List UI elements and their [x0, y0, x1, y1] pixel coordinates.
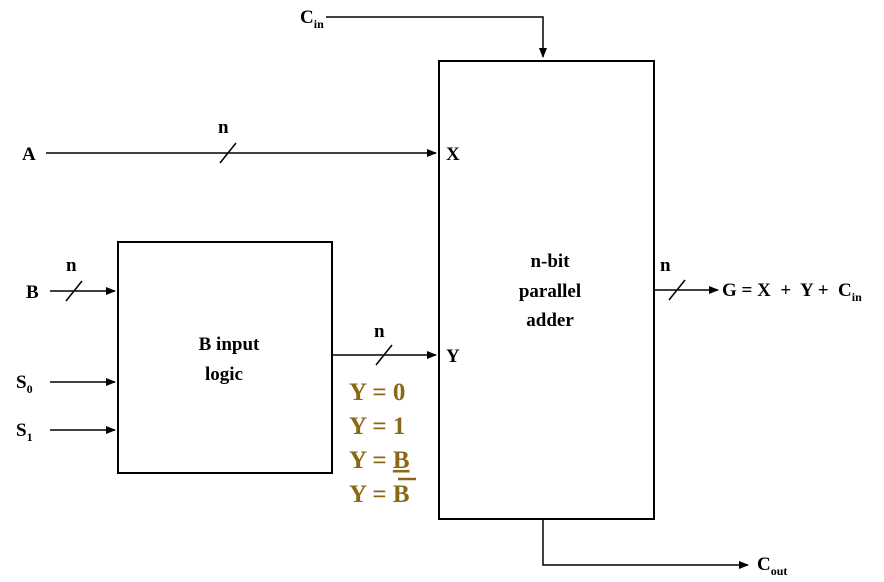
b-label: B: [26, 282, 39, 303]
a-bus-width: n: [218, 117, 229, 138]
b-input-logic-block: [117, 241, 333, 474]
y-bus-slash: [375, 344, 393, 366]
y-bus-width: n: [374, 321, 385, 342]
cin-wire: [326, 16, 547, 58]
b-logic-line1: B input: [199, 334, 260, 355]
cout-wire: [542, 519, 749, 569]
y-option-b: Y = B: [349, 447, 410, 474]
b-bus-width: n: [66, 255, 77, 276]
adder-line2: parallel: [519, 281, 581, 302]
s1-label: S1: [16, 420, 33, 444]
adder-line1: n-bit: [530, 251, 570, 272]
port-x-label: X: [446, 144, 460, 165]
a-bus-slash: [219, 142, 237, 164]
g-output-wire: [654, 279, 719, 301]
parallel-adder-block: [438, 60, 655, 520]
b-wire: [50, 280, 116, 302]
g-bus-width: n: [660, 255, 671, 276]
a-label: A: [22, 144, 36, 165]
a-wire: [46, 142, 437, 164]
y-option-one: Y = 1: [349, 413, 405, 440]
g-bus-slash: [668, 279, 686, 301]
cin-label: Cin: [300, 7, 324, 31]
g-equation: G = X + Y + Cin: [722, 280, 862, 304]
y-option-zero: Y = 0: [349, 379, 405, 406]
b-logic-line2: logic: [205, 364, 243, 385]
cout-label: Cout: [757, 554, 787, 578]
b-bus-slash: [65, 280, 83, 302]
y-option-b-complement: Y = B: [349, 481, 410, 508]
s0-label: S0: [16, 372, 33, 396]
adder-line3: adder: [526, 310, 574, 331]
y-wire: [332, 344, 437, 366]
port-y-label: Y: [446, 346, 460, 367]
